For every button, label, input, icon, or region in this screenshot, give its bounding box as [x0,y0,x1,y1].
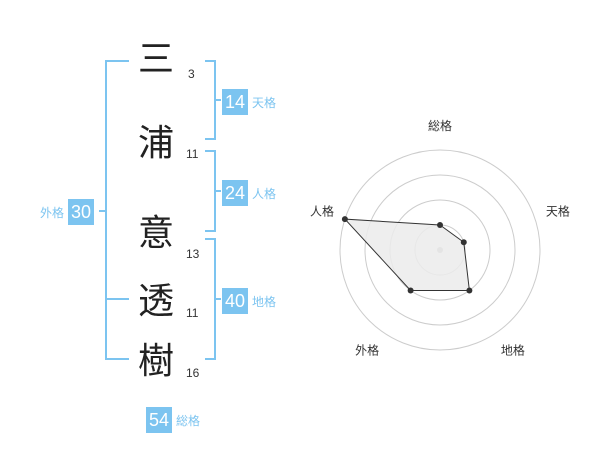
chikaku-bracket [205,238,216,360]
jinkaku-badge: 24 人格 [222,180,276,206]
gaikaku-label: 外格 [40,205,65,220]
chikaku-value: 40 [222,288,249,314]
radar-ring-4 [339,149,541,351]
tenkaku-value: 14 [222,89,249,115]
gaikaku-bracket [105,60,129,360]
jinkaku-value: 24 [222,180,249,206]
chikaku-bracket-tick [216,298,221,300]
radar-axis-label-5: 人格 [310,204,334,219]
stroke-count-3: 13 [186,247,200,261]
stroke-count-1: 3 [188,67,195,81]
name-char-1: 三 [137,39,174,80]
radar-ring-3 [364,174,516,326]
stroke-count-5: 16 [186,366,200,380]
soukaku-badge: 54 総格 [146,407,200,433]
radar-axis-label-1: 総格 [428,118,452,133]
gaikaku-badge: 30 外格 [40,199,95,225]
chikaku-badge: 40 地格 [222,288,276,314]
jinkaku-bracket [205,150,216,232]
name-char-4: 透 [137,281,174,322]
name-char-3: 意 [137,213,174,254]
radar-point-1 [437,222,443,228]
radar-point-5 [341,216,348,223]
gaikaku-bracket-inner-tick [105,298,129,300]
radar-data [341,216,473,294]
name-char-2: 浦 [137,123,174,164]
jinkaku-label: 人格 [252,186,277,201]
radar-polygon [343,218,470,291]
chikaku-label: 地格 [252,294,277,309]
tenkaku-badge: 14 天格 [222,89,276,115]
tenkaku-bracket-tick [216,99,221,101]
jinkaku-bracket-tick [216,190,221,192]
tenkaku-bracket [205,60,216,140]
stroke-count-2: 11 [186,147,199,161]
radar-axis-label-4: 外格 [355,342,379,357]
radar-point-3 [466,287,473,294]
radar-axis-label-3: 地格 [501,342,525,357]
gaikaku-value: 30 [68,199,95,225]
tenkaku-label: 天格 [252,95,277,110]
radar-axis-label-2: 天格 [546,204,570,219]
radar-point-4 [407,287,414,294]
soukaku-label: 総格 [176,413,201,428]
soukaku-value: 54 [146,407,173,433]
radar-point-2 [460,239,467,246]
gaikaku-bracket-tick [99,210,105,212]
stroke-count-4: 11 [186,306,199,320]
name-char-5: 樹 [137,341,174,382]
